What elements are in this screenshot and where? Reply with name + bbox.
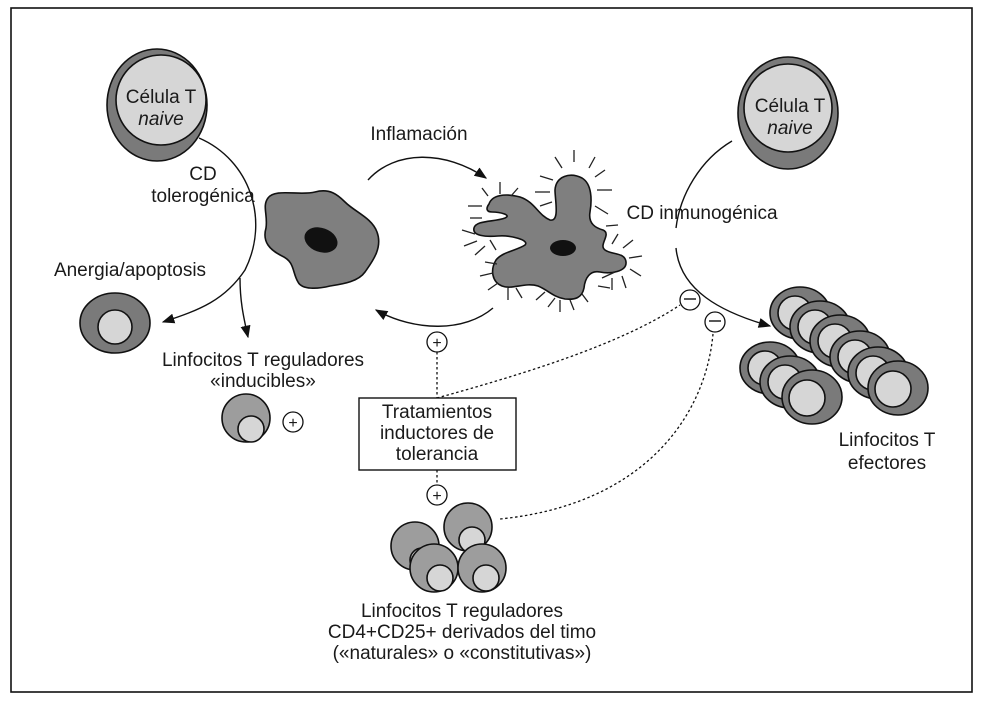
natural-treg-label-1: Linfocitos T reguladores bbox=[361, 601, 563, 622]
dotted-treatment-to-effector bbox=[436, 304, 681, 399]
natural-treg-cluster bbox=[390, 502, 507, 593]
naive-t-cell-left: Célula T naive bbox=[106, 48, 208, 162]
tolerogenic-dc-label-1: CD bbox=[189, 164, 216, 185]
effector-t-cells bbox=[739, 286, 929, 425]
treatment-label-3: tolerancia bbox=[396, 444, 479, 465]
treatment-label-1: Tratamientos bbox=[382, 402, 492, 423]
arrow-return-to-tolerogenic bbox=[374, 307, 494, 327]
figure-frame bbox=[10, 7, 973, 693]
effector-t-label-2: efectores bbox=[848, 453, 926, 474]
inducible-treg-cell bbox=[221, 393, 271, 443]
plus-sign-dc: + bbox=[426, 331, 448, 353]
activation-rays bbox=[461, 150, 643, 312]
svg-text:+: + bbox=[432, 488, 441, 505]
tolerogenic-dc-label-2: tolerogénica bbox=[151, 186, 255, 207]
naive-cell-left-label-2: naive bbox=[138, 109, 183, 130]
naive-t-cell-right: Célula T naive bbox=[737, 56, 839, 170]
naive-cell-right-label-1: Célula T bbox=[755, 96, 826, 117]
plus-sign-natural: + bbox=[426, 484, 448, 506]
immunogenic-dc-label: CD inmunogénica bbox=[626, 203, 777, 224]
anergy-label: Anergia/apoptosis bbox=[54, 260, 206, 281]
plus-sign-inducible: + bbox=[282, 411, 304, 433]
effector-t-label-1: Linfocitos T bbox=[839, 430, 936, 451]
minus-sign-2 bbox=[704, 311, 726, 333]
naive-cell-right-label-2: naive bbox=[767, 118, 812, 139]
arrow-to-effector-t bbox=[675, 140, 770, 326]
svg-text:+: + bbox=[288, 415, 297, 432]
anergic-cell bbox=[79, 292, 151, 354]
minus-sign-1 bbox=[679, 289, 701, 311]
arrow-to-inducible-treg bbox=[239, 277, 251, 339]
svg-text:+: + bbox=[432, 335, 441, 352]
arrow-inflammation bbox=[367, 156, 488, 181]
treatment-box bbox=[358, 397, 517, 471]
inducible-treg-label-2: «inducibles» bbox=[210, 371, 316, 392]
naive-cell-left-label-1: Célula T bbox=[126, 87, 197, 108]
inducible-treg-label-1: Linfocitos T reguladores bbox=[162, 350, 364, 371]
tolerogenic-dendritic-cell bbox=[264, 190, 380, 289]
inflammation-label: Inflamación bbox=[370, 124, 467, 145]
treatment-label-2: inductores de bbox=[380, 423, 494, 444]
natural-treg-label-2: CD4+CD25+ derivados del timo bbox=[328, 622, 596, 643]
natural-treg-label-3: («naturales» o «constitutivas») bbox=[333, 643, 592, 664]
dotted-natural-treg-to-effector bbox=[499, 333, 714, 520]
immunogenic-dendritic-cell bbox=[461, 150, 643, 312]
arrow-to-anergy bbox=[161, 137, 257, 324]
